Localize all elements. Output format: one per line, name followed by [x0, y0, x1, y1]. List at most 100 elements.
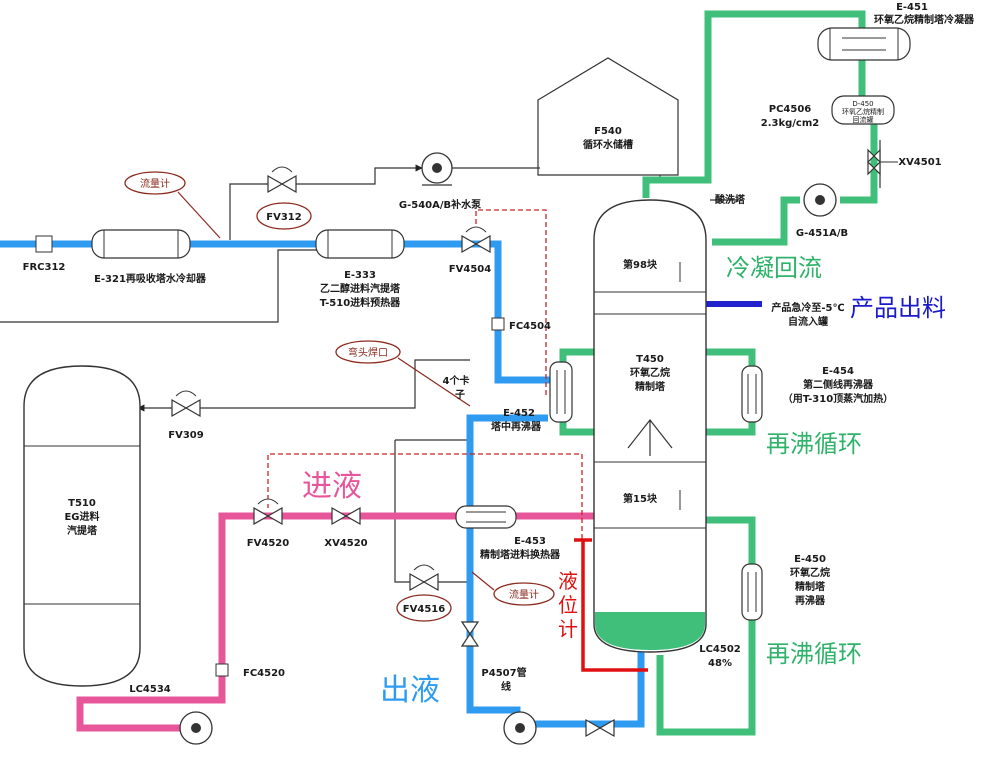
t450-tag: T450	[636, 354, 664, 365]
outlet-valve	[460, 621, 480, 647]
product-note-2: 自流入罐	[788, 315, 828, 328]
reboil-annotation-1: 再沸循环	[766, 430, 862, 458]
reflux-annotation: 冷凝回流	[726, 254, 822, 282]
fv4504-valve: FV4504	[449, 226, 491, 275]
clamp-label-2: 子	[455, 389, 465, 401]
e453-tag: E-453	[514, 536, 546, 547]
flowmeter-1-label: 流量计	[140, 177, 170, 190]
fv4504-label: FV4504	[449, 264, 491, 275]
pink-stream	[76, 512, 596, 732]
d450-tag: D-450	[852, 100, 873, 108]
tray-98-label: 第98块	[623, 258, 658, 271]
t450-name-1: 环氧乙烷	[630, 366, 670, 379]
e450-name-1: 环氧乙烷	[790, 566, 830, 579]
lc4502-value: 48%	[708, 658, 732, 669]
level-annotation-3: 计	[558, 617, 578, 641]
e453-name: 精制塔进料换热器	[480, 548, 561, 561]
e333-tag: E-333	[344, 270, 376, 281]
f540-name: 循环水储槽	[583, 138, 633, 151]
reboil-annotation-2: 再沸循环	[766, 640, 862, 668]
pc4506-tag: PC4506	[769, 104, 812, 115]
e454-reboiler: E-454 第二侧线再沸器 （用T-310顶蒸汽加热）	[741, 365, 893, 423]
e453-exchanger: E-453 精制塔进料换热器	[455, 505, 561, 561]
pc4506-value: 2.3kg/cm2	[761, 118, 820, 129]
fc4504-flowmeter: FC4504	[491, 317, 551, 332]
black-process-lines	[0, 140, 881, 583]
elbow-weld-label: 弯头焊口	[348, 346, 388, 359]
level-annotation-1: 液	[558, 569, 578, 593]
g540-label: G-540A/B补水泵	[399, 198, 482, 211]
e451-tag: E-451	[896, 2, 928, 13]
e321-cooler: E-321再吸收塔水冷却器	[91, 229, 207, 285]
t450-name-2: 精制塔	[635, 380, 666, 393]
e454-name-1: 第二侧线再沸器	[803, 378, 874, 391]
clamp-label-1: 4个卡	[443, 374, 470, 387]
e333-name-1: 乙二醇进料汽提塔	[320, 282, 401, 295]
fv4516-label: FV4516	[403, 604, 445, 615]
fv4520-valve: FV4520	[247, 498, 289, 549]
elbow-weld-callout: 弯头焊口	[335, 340, 471, 407]
xv4501-valve: XV4501	[867, 148, 942, 176]
t510-name-1: EG进料	[64, 510, 99, 523]
xv4520-label: XV4520	[324, 538, 367, 549]
t450-column: 第98块 第15块 T450 环氧乙烷 精制塔	[593, 199, 707, 653]
e454-tag: E-454	[822, 366, 854, 377]
bottom-pump-left	[179, 711, 213, 745]
e321-label: E-321再吸收塔水冷却器	[94, 272, 207, 285]
level-gauge	[574, 538, 648, 672]
fc4520-label: FC4520	[243, 668, 285, 679]
e333-name-2: T-510进料预热器	[320, 296, 401, 309]
f540-tag: F540	[594, 126, 622, 137]
flowmeter-callout-2: 流量计	[471, 571, 555, 606]
acid-wash-label: 酸洗塔	[715, 193, 746, 206]
lc4502-tag: LC4502	[699, 644, 741, 655]
fc4520-flowmeter: FC4520	[215, 663, 285, 679]
level-annotation-2: 位	[558, 593, 578, 617]
tray-15-label: 第15块	[623, 492, 658, 505]
g540-pump: G-540A/B补水泵	[399, 152, 482, 211]
e450-tag: E-450	[794, 554, 826, 565]
flowmeter-2-label: 流量计	[509, 588, 539, 601]
fv312-label: FV312	[266, 212, 301, 223]
control-signal-lines	[267, 209, 583, 540]
t510-tag: T510	[68, 498, 96, 509]
xv4501-label: XV4501	[898, 157, 941, 168]
feed-in-annotation: 进液	[302, 469, 362, 504]
e452-tag: E-452	[503, 408, 535, 419]
p4507-label-2: 线	[501, 680, 511, 693]
fv4520-label: FV4520	[247, 538, 289, 549]
e452-name: 塔中再沸器	[491, 420, 542, 433]
bottom-pump-middle	[503, 711, 537, 745]
e450-reboiler: E-450 环氧乙烷 精制塔 再沸器	[741, 554, 830, 621]
t510-name-2: 汽提塔	[67, 524, 98, 537]
fv309-valve: FV309	[168, 390, 204, 441]
g451-label: G-451A/B	[796, 228, 848, 239]
e452-reboiler: E-452 塔中再沸器	[491, 361, 573, 433]
t510-vessel: T510 EG进料 汽提塔	[23, 365, 141, 687]
g451-pump: G-451A/B	[796, 183, 848, 239]
e454-name-2: （用T-310顶蒸汽加热）	[783, 392, 893, 405]
d450-drum: D-450 环氧乙烷精制 回流罐	[831, 95, 895, 125]
e450-name-3: 再沸器	[795, 594, 826, 607]
bottom-valve	[585, 718, 615, 738]
e450-name-2: 精制塔	[795, 580, 826, 593]
d450-name-2: 回流罐	[853, 115, 874, 124]
p4507-label-1: P4507管	[481, 666, 526, 679]
flowmeter-callout-1: 流量计	[124, 171, 221, 239]
fv312-valve: FV312	[256, 166, 312, 230]
fv309-label: FV309	[168, 430, 203, 441]
frc312-label: FRC312	[23, 262, 66, 273]
frc312-instrument: FRC312	[23, 235, 66, 273]
fv4516-valve: FV4516	[396, 564, 452, 622]
product-note-1: 产品急冷至-5℃	[771, 301, 844, 314]
lc4534-label: LC4534	[129, 684, 171, 695]
feed-out-annotation: 出液	[380, 673, 440, 708]
e451-condenser: E-451 环氧乙烷精制塔冷凝器	[817, 2, 975, 61]
f540-tank: F540 循环水储槽	[537, 57, 679, 176]
product-annotation: 产品出料	[850, 294, 946, 322]
e333-preheater: E-333 乙二醇进料汽提塔 T-510进料预热器	[315, 229, 405, 309]
d450-name-1: 环氧乙烷精制	[842, 107, 884, 116]
xv4520-valve: XV4520	[324, 506, 368, 549]
fc4504-label: FC4504	[509, 321, 551, 332]
